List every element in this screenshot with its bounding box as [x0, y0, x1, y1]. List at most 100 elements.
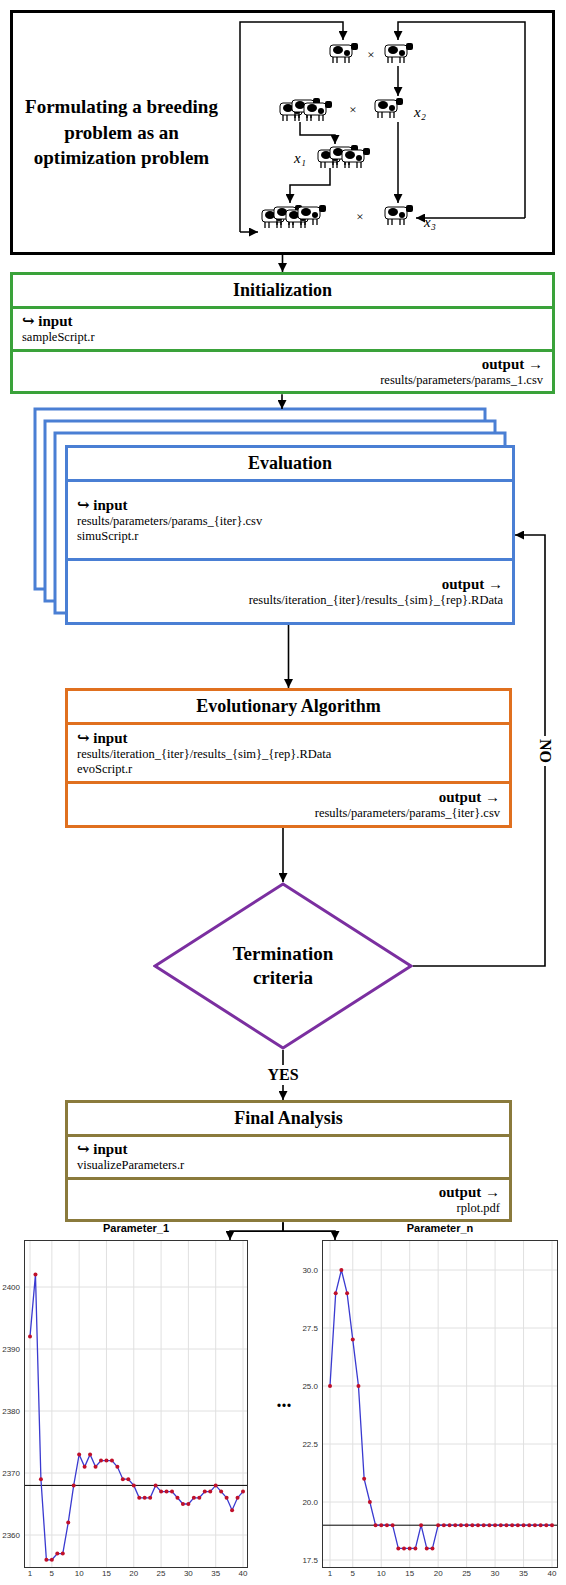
series-point [50, 1558, 54, 1562]
output-section: output →rplot.pdf [68, 1177, 509, 1220]
cow-icon [385, 205, 413, 225]
series-point [522, 1523, 526, 1527]
series-point [241, 1490, 245, 1494]
series-point [197, 1496, 201, 1500]
grid-line [466, 1240, 467, 1568]
flow-arrow [282, 255, 284, 272]
series-point [44, 1558, 48, 1562]
plot-title: Parameter_n [323, 1222, 557, 1234]
cow-patch [307, 104, 317, 112]
scheme-line [240, 22, 343, 232]
box-header: Final Analysis [68, 1103, 509, 1134]
grid-line [352, 1240, 353, 1568]
grid-line [106, 1240, 107, 1568]
axis-tick-label: 2360 [0, 1531, 20, 1540]
series-point [203, 1490, 207, 1494]
diamond-outline [153, 882, 413, 1050]
grid-line [30, 1240, 31, 1568]
series-point [72, 1483, 76, 1487]
output-section: output →results/iteration_{iter}/results… [68, 558, 512, 622]
series-point [436, 1523, 440, 1527]
cow-icon [342, 148, 370, 168]
cross-sign: × [367, 47, 374, 63]
series-point [137, 1496, 141, 1500]
file-name: simuScript.r [77, 529, 503, 545]
series-point [430, 1546, 434, 1550]
series-point [470, 1523, 474, 1527]
series-point [104, 1459, 108, 1463]
process-box: Initialization↪ inputsampleScript.routpu… [10, 272, 555, 394]
series-point [476, 1523, 480, 1527]
scheme-line [300, 122, 335, 144]
axis-tick-label: 30 [184, 1570, 193, 1578]
input-section: ↪ inputvisualizeParameters.r [68, 1134, 509, 1177]
file-name: results/iteration_{iter}/results_{sim}_{… [77, 593, 503, 609]
series-point [61, 1552, 65, 1556]
box-title: Formulating a breeding problem as an opt… [19, 94, 224, 171]
series-point [110, 1459, 114, 1463]
grid-line [322, 1444, 558, 1445]
output-section: output →results/parameters/params_1.csv [13, 349, 552, 392]
axis-tick-label: 25 [462, 1570, 471, 1578]
axis-tick-label: 25 [157, 1570, 166, 1578]
series-point [527, 1523, 531, 1527]
cow-patch [312, 212, 318, 218]
box-header: Evaluation [68, 448, 512, 479]
grid-line [243, 1240, 244, 1568]
scheme-line [397, 122, 399, 203]
input-section: ↪ inputsampleScript.r [13, 306, 552, 349]
plot-background [24, 1240, 248, 1568]
decision-diamond: Termination criteria [153, 882, 413, 1050]
plot-panel: Parameter_n [322, 1240, 558, 1568]
series-point [374, 1523, 378, 1527]
axis-tick-label: 35 [519, 1570, 528, 1578]
axis-tick-label: 20.0 [280, 1498, 318, 1507]
axis-tick-label: 5 [351, 1570, 355, 1578]
series-point [132, 1483, 136, 1487]
edge-label: NO [535, 736, 555, 766]
series-point [362, 1477, 366, 1481]
series-point [55, 1552, 59, 1556]
axis-tick-label: 2400 [0, 1283, 20, 1292]
cow-patch [378, 101, 388, 109]
series-point [425, 1546, 429, 1550]
cow-patch [399, 50, 405, 56]
series-point [94, 1465, 98, 1469]
series-point [225, 1496, 229, 1500]
series-point [186, 1502, 190, 1506]
axis-tick-label: 22.5 [280, 1440, 318, 1449]
axis-tick-label: 20 [129, 1570, 138, 1578]
series-point [170, 1490, 174, 1494]
cross-sign: × [349, 102, 356, 118]
cow-icon [304, 101, 332, 121]
series-point [121, 1477, 125, 1481]
grid-line [24, 1287, 248, 1288]
cross-sign: × [356, 209, 363, 225]
series-point [159, 1490, 163, 1494]
series-point [99, 1459, 103, 1463]
file-name: visualizeParameters.r [77, 1158, 500, 1174]
cow-patch [388, 208, 398, 216]
process-box: Evaluation↪ inputresults/parameters/para… [65, 445, 515, 625]
grid-line [133, 1240, 134, 1568]
series-point [368, 1500, 372, 1504]
axis-tick-label: 2370 [0, 1469, 20, 1478]
box-header: Evolutionary Algorithm [68, 691, 509, 722]
grid-line [161, 1240, 162, 1568]
axis-tick-label: 15 [102, 1570, 111, 1578]
cow-body [298, 207, 320, 219]
cow-patch [388, 46, 398, 54]
cow-body [330, 45, 352, 57]
cow-patch [345, 151, 355, 159]
grid-line [79, 1240, 80, 1568]
series-point [148, 1496, 152, 1500]
flow-arrow [281, 394, 283, 409]
flow-arrow [283, 1222, 335, 1240]
cow-icon [385, 43, 413, 63]
flow-arrow [230, 1222, 283, 1240]
ellipsis: ... [277, 1389, 292, 1412]
series-point [39, 1477, 43, 1481]
series-point [339, 1268, 343, 1272]
